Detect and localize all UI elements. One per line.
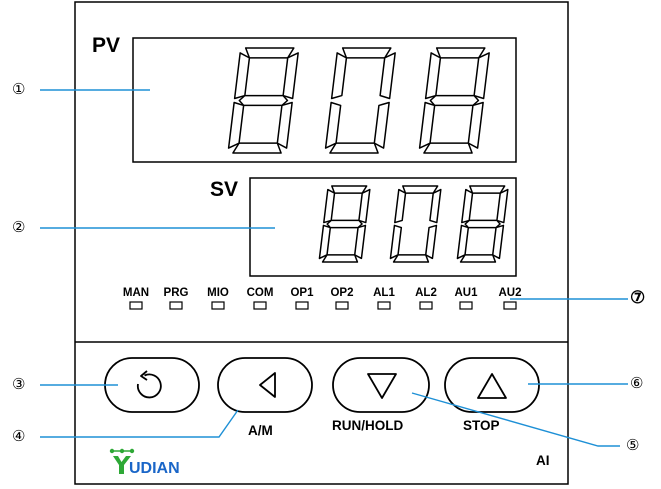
indicator-label-com: COM bbox=[246, 287, 274, 299]
led-man bbox=[129, 301, 143, 310]
sv-digit-2-segment-a bbox=[469, 185, 506, 194]
am-button-label: A/M bbox=[248, 423, 273, 438]
callout-leaders bbox=[40, 89, 628, 447]
indicator-label-au2: AU2 bbox=[498, 287, 522, 299]
indicator-label-al2: AL2 bbox=[415, 287, 437, 299]
led-au2 bbox=[503, 301, 517, 310]
led-al2 bbox=[419, 301, 433, 310]
led-op2 bbox=[335, 301, 349, 310]
left-arrow-icon bbox=[259, 372, 276, 398]
callout-2: ② bbox=[12, 218, 26, 236]
set-button[interactable] bbox=[104, 357, 200, 413]
pv-digit-2-segment-g bbox=[429, 94, 480, 107]
pv-digit-1-segment-e bbox=[324, 101, 342, 149]
callout-4: ④ bbox=[12, 427, 26, 445]
callout-5-leader bbox=[411, 392, 620, 447]
pv-digit-2-segment-a bbox=[435, 47, 486, 59]
sv-label: SV bbox=[210, 178, 239, 201]
pv-digit-2-segment-e bbox=[418, 101, 436, 149]
pv-digit-1-segment-f bbox=[330, 52, 348, 100]
sv-digits bbox=[318, 185, 509, 263]
indicator-label-op1: OP1 bbox=[290, 287, 314, 299]
indicator-label-au1: AU1 bbox=[454, 287, 478, 299]
indicator-leds bbox=[129, 301, 517, 310]
led-com bbox=[253, 301, 267, 310]
pv-digits bbox=[227, 47, 490, 154]
indicator-label-man: MAN bbox=[122, 287, 150, 299]
sv-digit-2-segment-e bbox=[456, 224, 470, 260]
stop-button[interactable] bbox=[444, 357, 540, 413]
pv-display-window bbox=[132, 37, 517, 163]
yudian-logo-icon bbox=[109, 448, 135, 474]
pv-digit-1-segment-a bbox=[341, 47, 392, 59]
up-arrow-icon bbox=[477, 373, 507, 399]
sv-digit-1-segment-e bbox=[389, 224, 403, 260]
run-hold-button-label: RUN/HOLD bbox=[332, 418, 404, 433]
pv-digit-0-segment-a bbox=[244, 47, 295, 59]
callout-7: ⑦ bbox=[630, 288, 646, 308]
sv-digit-2-segment-g bbox=[464, 219, 501, 229]
pv-digit-2-segment-d bbox=[423, 142, 473, 154]
callout-3: ③ bbox=[12, 375, 26, 393]
sv-digit-0-segment-e bbox=[318, 224, 332, 260]
indicator-label-prg: PRG bbox=[163, 287, 189, 299]
am-button[interactable] bbox=[217, 357, 313, 413]
pv-digit-0-segment-e bbox=[227, 101, 245, 149]
indicator-label-mio: MIO bbox=[207, 287, 229, 299]
pv-digit-1-segment-b bbox=[379, 52, 396, 100]
sv-digit-0-segment-g bbox=[326, 219, 363, 229]
stop-button-label: STOP bbox=[463, 418, 500, 433]
led-op1 bbox=[295, 301, 309, 310]
sv-digit-0-segment-d bbox=[321, 254, 359, 263]
sv-digit-1-segment-d bbox=[392, 254, 430, 263]
led-al1 bbox=[377, 301, 391, 310]
brand-name: UDIAN bbox=[129, 460, 180, 477]
pv-label: PV bbox=[92, 34, 121, 57]
callout-6: ⑥ bbox=[630, 374, 644, 392]
callout-5: ⑤ bbox=[626, 436, 640, 454]
pv-digit-0-segment-d bbox=[232, 142, 282, 154]
callout-4-leader bbox=[40, 409, 239, 438]
run-hold-button[interactable] bbox=[332, 357, 430, 413]
led-prg bbox=[169, 301, 183, 310]
sv-display-window bbox=[249, 177, 517, 277]
led-au1 bbox=[459, 301, 473, 310]
sv-digit-0-segment-a bbox=[331, 185, 368, 194]
sv-digit-1-segment-f bbox=[394, 188, 407, 224]
ai-label: AI bbox=[536, 453, 550, 468]
pv-digit-0-segment-g bbox=[238, 94, 289, 107]
led-mio bbox=[211, 301, 225, 310]
sv-digit-2-segment-d bbox=[459, 254, 497, 263]
callout-1: ① bbox=[12, 80, 26, 98]
pv-digit-1-segment-d bbox=[329, 142, 379, 154]
indicator-label-al1: AL1 bbox=[373, 287, 395, 299]
sv-digit-1-segment-a bbox=[402, 185, 439, 194]
down-arrow-icon bbox=[367, 373, 397, 399]
sv-digit-1-segment-b bbox=[429, 188, 442, 224]
indicator-label-op2: OP2 bbox=[330, 287, 354, 299]
